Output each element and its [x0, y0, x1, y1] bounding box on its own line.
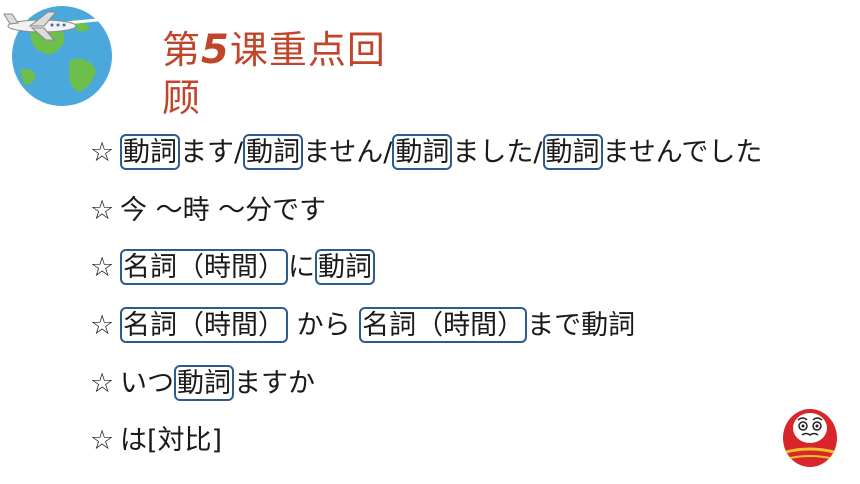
grammar-line-1: ☆動詞ます/動詞ません/動詞ました/動詞ませんでした	[90, 133, 762, 173]
grammar-line-4: ☆名詞（時間） から 名詞（時間）まで動詞	[90, 306, 635, 346]
boxed-term: 動詞	[243, 134, 304, 170]
line-text: ますか	[234, 368, 315, 399]
boxed-term: 動詞	[542, 134, 603, 170]
boxed-term: 動詞	[315, 249, 375, 285]
line-text: ませんでした	[602, 137, 763, 168]
title-prefix: 第	[162, 28, 202, 72]
line-text: まで動詞	[527, 310, 636, 341]
grammar-line-6: ☆は[対比]	[90, 421, 222, 461]
boxed-term: 動詞	[392, 134, 453, 170]
star-icon: ☆	[90, 137, 115, 168]
line-text: から	[288, 310, 360, 341]
boxed-term: 名詞（時間）	[120, 249, 288, 285]
daruma-icon	[783, 409, 837, 467]
grammar-line-5: ☆いつ動詞ますか	[90, 364, 315, 404]
line-text: ます/	[180, 137, 244, 168]
boxed-term: 動詞	[174, 365, 234, 401]
slide-title: 第5课重点回顾	[162, 26, 422, 122]
boxed-term: 動詞	[120, 134, 180, 170]
line-text: は[対比]	[120, 425, 223, 456]
line-text: に	[288, 252, 315, 283]
line-text: ました/	[452, 137, 543, 168]
line-text: 今 ～時 ～分です	[120, 195, 327, 226]
star-icon: ☆	[90, 195, 115, 226]
globe-airplane-icon	[3, 6, 121, 106]
line-text: いつ	[120, 368, 174, 399]
title-suffix: 课重点回顾	[162, 28, 386, 120]
boxed-term: 名詞（時間）	[120, 307, 288, 343]
title-number: 5	[201, 27, 230, 73]
boxed-term: 名詞（時間）	[359, 307, 528, 343]
star-icon: ☆	[90, 425, 115, 456]
grammar-line-3: ☆名詞（時間）に動詞	[90, 248, 375, 288]
star-icon: ☆	[90, 368, 115, 399]
grammar-line-2: ☆今 ～時 ～分です	[90, 191, 326, 231]
line-text: ません/	[303, 137, 393, 168]
star-icon: ☆	[90, 310, 115, 341]
star-icon: ☆	[90, 252, 115, 283]
